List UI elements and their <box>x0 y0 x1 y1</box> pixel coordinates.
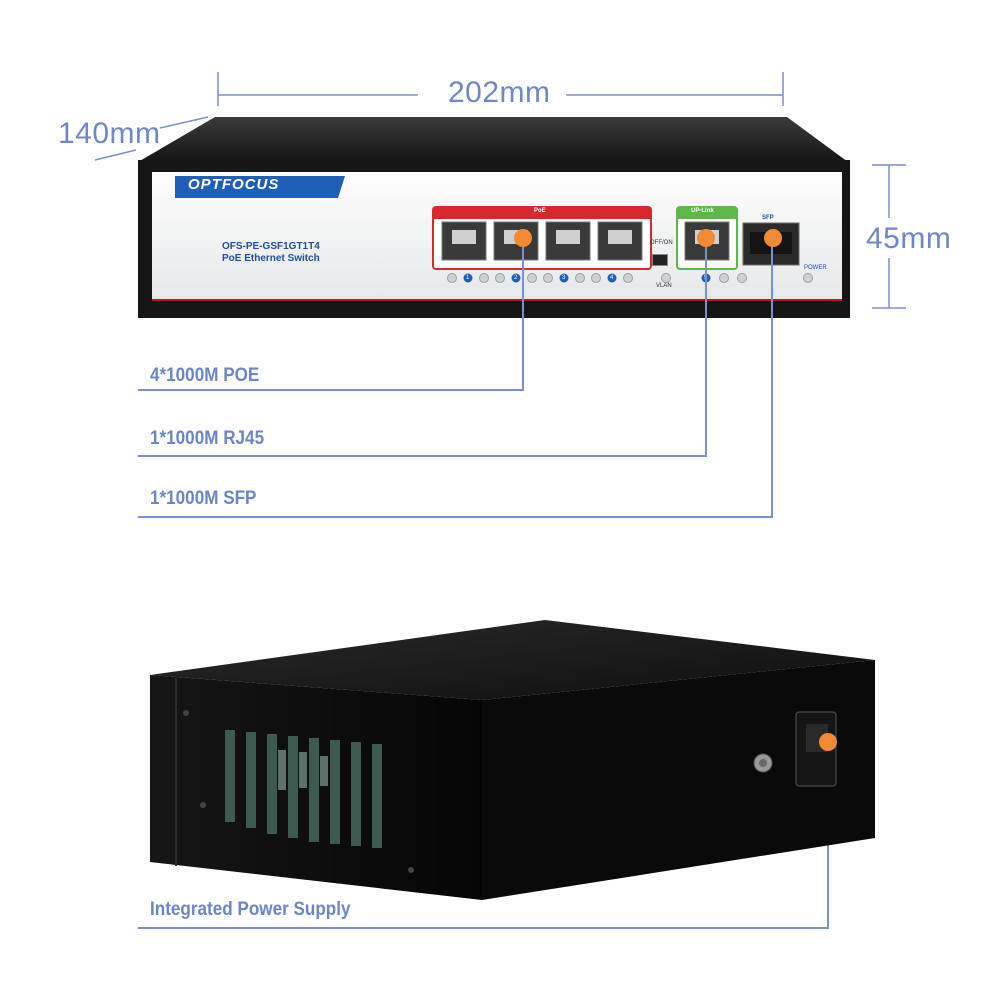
uplink-group-label: UP-Link <box>691 208 714 214</box>
poe-port-group <box>432 206 652 270</box>
port-number-2: 2 <box>514 275 518 281</box>
sfp-callout-label: 1*1000M SFP <box>150 488 257 509</box>
power-supply-callout-label: Integrated Power Supply <box>150 899 351 920</box>
model-number: OFS-PE-GSF1GT1T4 <box>222 241 320 252</box>
width-dimension-label: 202mm <box>448 76 551 109</box>
sfp-label: SFP <box>762 215 774 221</box>
port-number-4: 4 <box>610 275 614 281</box>
port-number-1: 1 <box>466 275 470 281</box>
dimension-lines <box>94 72 906 309</box>
depth-dimension-label: 140mm <box>58 117 161 150</box>
vlan-toggle-switch[interactable] <box>652 254 668 266</box>
product-description: PoE Ethernet Switch <box>222 253 320 264</box>
switch-label: OFF/ON <box>650 240 673 246</box>
poe-port-marker <box>514 229 532 247</box>
poe-group-label: PoE <box>534 208 546 214</box>
vlan-label: VLAN <box>656 283 672 289</box>
height-dimension-label: 45mm <box>866 222 952 255</box>
sfp-port-marker <box>764 229 782 247</box>
brand-logo: OPTFOCUS <box>188 176 280 193</box>
poe-callout-label: 4*1000M POE <box>150 365 260 386</box>
power-label: POWER <box>804 265 827 271</box>
port-number-3: 3 <box>562 275 566 281</box>
rj45-port-marker <box>697 229 715 247</box>
switch-rear-body <box>150 620 875 900</box>
led-indicator-row <box>447 273 813 283</box>
power-supply-marker <box>819 733 837 751</box>
rj45-callout-label: 1*1000M RJ45 <box>150 428 265 449</box>
